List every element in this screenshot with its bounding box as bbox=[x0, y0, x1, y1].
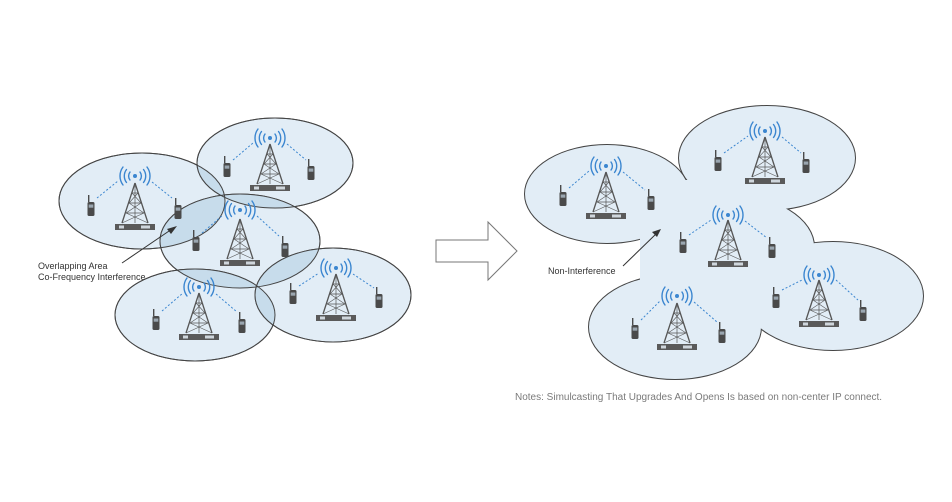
link-line bbox=[256, 215, 280, 237]
cell-3-contents bbox=[192, 200, 289, 267]
overlap-pointer bbox=[121, 226, 177, 264]
cloud-cell-3-contents bbox=[679, 205, 776, 268]
co-frequency-interference-label: Co-Frequency Interference bbox=[38, 272, 146, 282]
link-line bbox=[96, 180, 119, 199]
link-line bbox=[151, 181, 173, 199]
non-interference-label: Non-Interference bbox=[548, 266, 616, 276]
link-line bbox=[201, 214, 224, 234]
transition-arrow-icon bbox=[435, 220, 518, 282]
cloud-cell-4-contents bbox=[631, 286, 726, 351]
link-line bbox=[723, 135, 749, 154]
cell-outlines bbox=[58, 117, 412, 362]
cloud-cell-1-contents bbox=[559, 156, 655, 220]
cloud-cell-2-contents bbox=[714, 121, 810, 185]
link-line bbox=[352, 273, 375, 289]
overlap-region-3-5 bbox=[255, 248, 320, 288]
link-line bbox=[232, 142, 254, 161]
cloud-cell-5-contents bbox=[772, 265, 867, 328]
right-diagram bbox=[524, 105, 924, 380]
link-line bbox=[568, 170, 590, 189]
cell-4-contents bbox=[152, 277, 246, 341]
link-line bbox=[781, 136, 802, 154]
link-line bbox=[215, 293, 238, 313]
pointer-arrowhead-icon bbox=[652, 229, 661, 237]
link-line bbox=[640, 300, 661, 321]
cell-5-contents bbox=[289, 258, 383, 322]
overlap-area-label: Overlapping Area bbox=[38, 261, 108, 271]
cell-1-contents bbox=[87, 166, 182, 231]
link-line bbox=[835, 279, 859, 301]
link-line bbox=[622, 171, 646, 191]
non-interference-pointer bbox=[622, 229, 661, 267]
link-line bbox=[286, 143, 307, 161]
notes-caption: Notes: Simulcasting That Upgrades And Op… bbox=[515, 392, 883, 403]
link-line bbox=[161, 292, 184, 312]
overlap-region-1-3 bbox=[160, 194, 225, 249]
link-line bbox=[688, 219, 712, 236]
link-line bbox=[693, 301, 718, 323]
cell-2-contents bbox=[223, 128, 315, 192]
pointer-arrowhead-icon bbox=[167, 226, 177, 234]
link-line bbox=[744, 220, 768, 239]
left-diagram bbox=[58, 117, 412, 362]
overlap-regions bbox=[160, 153, 320, 342]
